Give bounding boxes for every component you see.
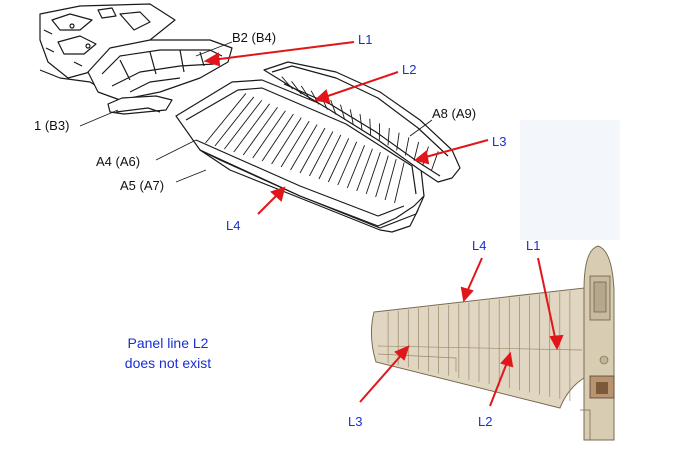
callout-l3: L3: [492, 134, 506, 149]
wing-rib-line: [233, 103, 270, 153]
label-a4-a6: A4 (A6): [96, 154, 140, 169]
label-b2-b4: B2 (B4): [232, 30, 276, 45]
exploded-arrows: [203, 41, 489, 215]
plan-arrow-l4-head: [460, 286, 474, 303]
callout-l2: L2: [402, 62, 416, 77]
wing-rib-line: [384, 158, 397, 201]
plan-arrow-l1-head: [549, 334, 564, 351]
wing-rib-line: [337, 141, 358, 186]
plan-callout-l2: L2: [478, 414, 492, 429]
plan-arrow-l2-head: [500, 351, 514, 368]
aileron-rib-line: [349, 109, 354, 125]
note-line-1: Panel line L2: [128, 335, 209, 351]
aileron-rib-line: [310, 90, 320, 105]
background-tint: [520, 120, 620, 240]
leader-a4: [155, 139, 197, 161]
plan-callout-l3: L3: [348, 414, 362, 429]
leader-b3: [79, 109, 119, 127]
plan-arrow-l4: [465, 257, 483, 295]
aileron-rib-line: [359, 113, 363, 131]
aileron-rib-line: [404, 137, 410, 156]
arrow-l1-head: [203, 52, 221, 67]
wing-rib-line: [318, 134, 342, 180]
arrow-l4-head: [270, 186, 286, 202]
plan-arrow-l2: [489, 359, 509, 407]
wing-rib-line: [327, 138, 350, 183]
leader-a8: [409, 119, 433, 137]
wing-rib-line: [365, 152, 381, 195]
main-wing-ribs: [205, 93, 405, 204]
wing-rib-line: [290, 124, 318, 171]
arrow-l3: [421, 139, 489, 159]
label-a5-a7: A5 (A7): [120, 178, 164, 193]
wing-rib-line: [346, 145, 365, 189]
aileron-ribs: [281, 76, 439, 172]
aileron-rib-line: [396, 132, 400, 151]
wing-rib-line: [242, 107, 278, 156]
arrow-l2-head: [313, 89, 331, 104]
wing-rib-line: [214, 96, 255, 147]
wing-rib-line: [261, 113, 294, 162]
note-line-2: does not exist: [125, 355, 211, 371]
note: Panel line L2 does not exist: [125, 335, 211, 371]
callout-l4: L4: [226, 218, 240, 233]
plan-callout-l4: L4: [472, 238, 486, 253]
leader-lines: [79, 41, 433, 183]
callout-l1: L1: [358, 32, 372, 47]
wing-rib-line: [375, 155, 389, 198]
label-b3: 1 (B3): [34, 118, 69, 133]
wing-rib-line: [271, 117, 302, 165]
wing-rib-line: [224, 100, 263, 150]
wing-rib-line: [299, 127, 326, 174]
wing-rib-line: [356, 148, 373, 192]
plan-view: [370, 245, 615, 441]
aileron-rib-line: [281, 76, 294, 90]
plan-arrow-l1: [537, 257, 557, 343]
aileron-rib-line: [330, 99, 337, 115]
label-a8-a9: A8 (A9): [432, 106, 476, 121]
wing-rib-line: [309, 131, 334, 177]
wing-rib-line: [280, 120, 310, 168]
plan-arrow-l3: [359, 351, 405, 403]
arrow-l3-head: [413, 150, 430, 165]
aileron-rib-line: [291, 81, 302, 95]
wing-root-part: [87, 39, 233, 115]
leader-a5: [175, 169, 207, 183]
aileron-rib-line: [300, 85, 311, 100]
leader-b2: [195, 41, 233, 57]
aileron-rib-line: [369, 118, 372, 136]
flap-strip: [199, 149, 419, 233]
plan-spar-line: [377, 345, 583, 351]
arrow-l2: [321, 71, 399, 99]
plan-callouts: L4 L1 L3 L2: [348, 238, 540, 429]
arrow-l1: [211, 41, 355, 61]
exploded-callouts: L1 L2 L3 L4: [226, 32, 506, 233]
plan-arrow-l3-head: [394, 345, 410, 361]
plan-callout-l1: L1: [526, 238, 540, 253]
aileron-rib-line: [387, 127, 390, 146]
part-labels: B2 (B4) 1 (B3) A8 (A9) A4 (A6) A5 (A7): [34, 30, 476, 193]
wing-rib-line: [205, 93, 247, 144]
exploded-view: [39, 3, 461, 233]
aileron-rib-line: [413, 141, 420, 161]
wing-rib-line: [394, 162, 405, 204]
plan-panel-lines: [387, 291, 571, 401]
plan-arrows: [359, 257, 564, 407]
plan-fuselage: [580, 245, 615, 441]
aileron-rib-line: [340, 104, 346, 120]
wing-rib-line: [252, 110, 286, 159]
